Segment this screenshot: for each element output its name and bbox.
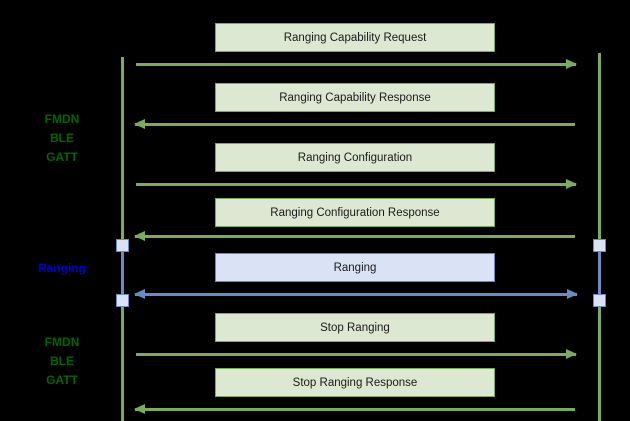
arrowhead-right-icon: [566, 349, 577, 359]
arrow-shaft: [135, 293, 577, 296]
arrow-shaft: [136, 63, 576, 66]
arrowhead-right-icon: [567, 289, 578, 299]
message-box-ranging-configuration: Ranging Configuration: [215, 143, 495, 172]
phase-label-ranging: Ranging: [38, 261, 86, 275]
phase-label-fmdn-ble-gatt-top: FMDN BLE GATT: [44, 112, 80, 164]
activation-bar-left: [121, 246, 124, 301]
arrow-shaft: [135, 408, 575, 411]
phase-label-fmdn-ble-gatt-bottom: FMDN BLE GATT: [44, 335, 80, 387]
message-box-ranging-configuration-response: Ranging Configuration Response: [215, 198, 495, 227]
arrow-shaft: [135, 123, 575, 126]
activation-left-end: [116, 294, 129, 307]
message-box-stop-ranging-response: Stop Ranging Response: [215, 368, 495, 397]
arrowhead-left-icon: [134, 119, 145, 129]
lifeline-right: [598, 53, 601, 421]
activation-right-start: [593, 239, 606, 252]
activation-right-end: [593, 294, 606, 307]
activation-left-start: [116, 239, 129, 252]
arrowhead-left-icon: [134, 404, 145, 414]
arrow-shaft: [135, 235, 575, 238]
message-box-ranging-capability-response: Ranging Capability Response: [215, 83, 495, 112]
message-box-ranging: Ranging: [215, 253, 495, 282]
activation-bar-right: [598, 246, 601, 301]
arrowhead-left-icon: [134, 231, 145, 241]
message-box-stop-ranging: Stop Ranging: [215, 313, 495, 342]
arrow-shaft: [136, 183, 576, 186]
message-box-ranging-capability-request: Ranging Capability Request: [215, 23, 495, 52]
arrow-shaft: [136, 353, 576, 356]
arrowhead-right-icon: [566, 179, 577, 189]
arrowhead-right-icon: [566, 59, 577, 69]
arrowhead-left-icon: [134, 289, 145, 299]
